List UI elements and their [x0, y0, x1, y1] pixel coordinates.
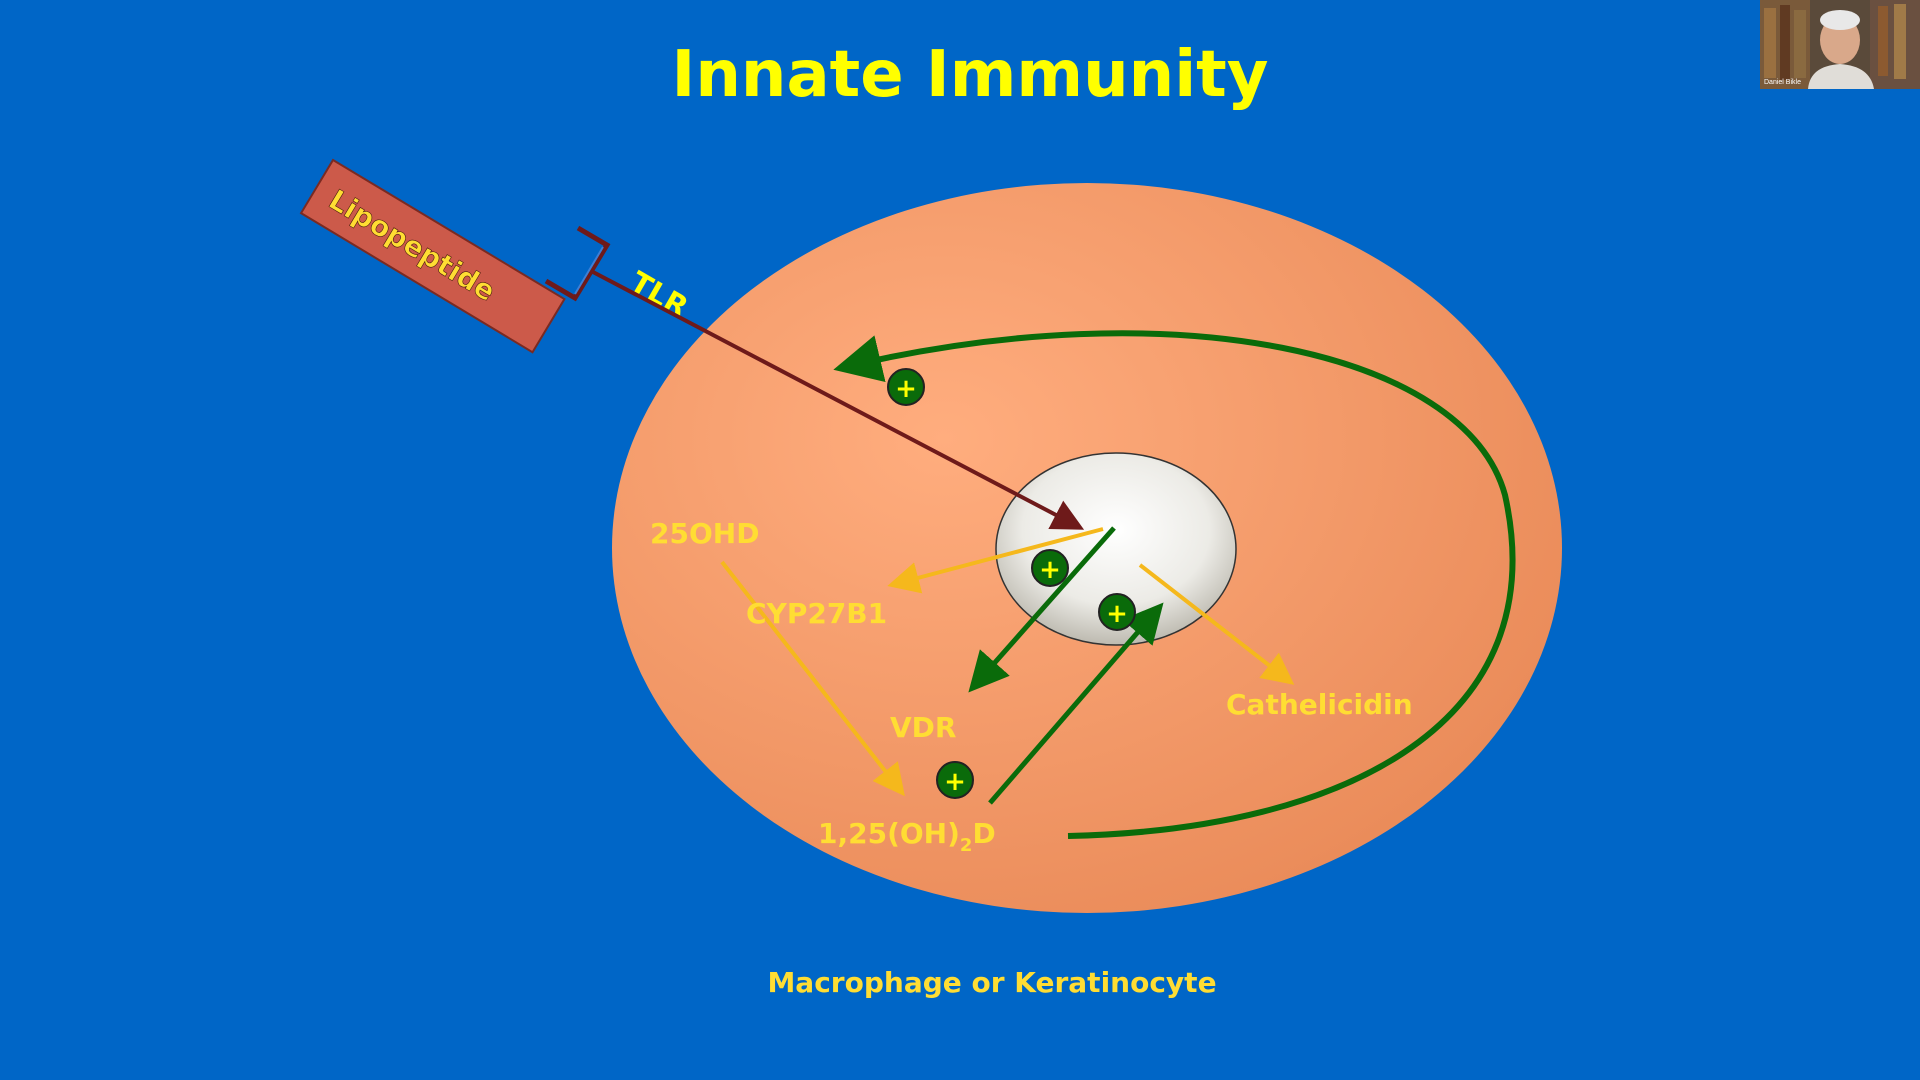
slide-title: Innate Immunity [672, 38, 1269, 112]
feedback-loop-arrow [833, 330, 1516, 839]
calcitriol-main: 1,25(OH) [818, 817, 960, 850]
svg-text:+: + [944, 767, 966, 797]
plus-badge-top: + [887, 368, 925, 406]
plus-badge-nucleus-left: + [1031, 549, 1069, 587]
arrow-calcitriol-to-nucleus [988, 602, 1164, 805]
svg-text:+: + [1039, 555, 1061, 585]
svg-text:+: + [1106, 599, 1128, 629]
participant-name: Daniel Bikle [1764, 79, 1801, 86]
arrow-nucleus-to-cyp27b1 [887, 527, 1104, 594]
slide-caption: Macrophage or Keratinocyte [767, 966, 1216, 999]
plus-badge-nucleus-right: + [1098, 593, 1136, 631]
label-cathelicidin: Cathelicidin [1226, 688, 1413, 721]
plus-badge-vdr: + [936, 761, 974, 799]
label-25ohd: 25OHD [650, 517, 759, 550]
tlr-signal-arrow [592, 270, 1085, 530]
participant-video-feed [1760, 0, 1920, 89]
tlr-bracket-inner [574, 246, 604, 295]
calcitriol-end: D [972, 817, 995, 850]
arrow-nucleus-to-vdr [968, 526, 1116, 693]
tlr-bracket [544, 225, 611, 302]
calcitriol-subscript: 2 [960, 835, 973, 856]
label-cyp27b1: CYP27B1 [746, 597, 887, 630]
participant-video-tile[interactable]: Daniel Bikle [1760, 0, 1920, 89]
label-calcitriol: 1,25(OH)2D [818, 817, 996, 856]
svg-text:+: + [895, 374, 917, 404]
arrow-25ohd-to-calcitriol [720, 560, 905, 797]
lipopeptide-box [299, 158, 566, 354]
label-vdr: VDR [890, 711, 956, 744]
arrow-nucleus-to-cathelicidin [1138, 563, 1295, 685]
